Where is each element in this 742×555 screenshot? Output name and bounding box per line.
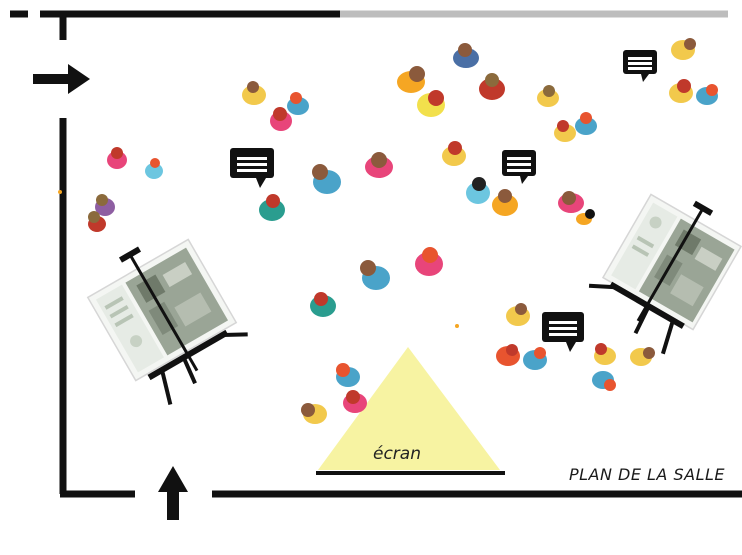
person-icon xyxy=(594,343,616,365)
person-icon xyxy=(107,147,127,169)
arrow-up-icon xyxy=(158,466,188,520)
plan-title: PLAN DE LA SALLE xyxy=(555,465,725,484)
speech-bubble-icon xyxy=(502,150,536,184)
person-icon xyxy=(592,371,616,391)
person-icon xyxy=(301,403,327,424)
person-icon xyxy=(669,79,693,103)
person-icon xyxy=(312,164,341,194)
person-icon xyxy=(145,158,163,179)
person-icon xyxy=(336,363,360,387)
person-icon xyxy=(310,292,336,317)
stray-dot xyxy=(455,324,459,328)
person-icon xyxy=(537,85,559,107)
stray-dot xyxy=(58,190,62,194)
easel-icon-left xyxy=(80,224,259,414)
person-icon xyxy=(575,112,597,135)
person-icon xyxy=(576,209,595,225)
speech-bubble-icon xyxy=(623,50,657,82)
person-icon xyxy=(360,260,390,290)
person-icon xyxy=(442,141,466,166)
person-icon xyxy=(466,177,490,204)
person-icon xyxy=(671,38,696,60)
person-icon xyxy=(343,390,367,413)
screen-label: écran xyxy=(342,444,452,464)
person-icon xyxy=(506,303,530,326)
person-icon xyxy=(365,152,393,178)
person-icon xyxy=(554,120,576,142)
person-icon xyxy=(523,347,547,370)
person-icon xyxy=(242,81,266,105)
easel-icon-right xyxy=(578,178,742,360)
person-icon xyxy=(417,90,445,117)
person-icon xyxy=(287,92,309,115)
person-icon xyxy=(630,347,655,366)
person-icon xyxy=(496,344,520,366)
person-icon xyxy=(397,66,425,93)
person-icon xyxy=(259,194,285,221)
speech-bubble-icon xyxy=(542,312,584,352)
speech-bubble-icon xyxy=(230,148,274,188)
person-icon xyxy=(453,43,479,68)
person-icon xyxy=(558,191,584,213)
person-icon xyxy=(479,73,505,100)
person-icon xyxy=(415,247,443,276)
arrow-right-icon xyxy=(33,64,90,94)
person-icon xyxy=(696,84,718,105)
person-icon xyxy=(492,189,518,216)
